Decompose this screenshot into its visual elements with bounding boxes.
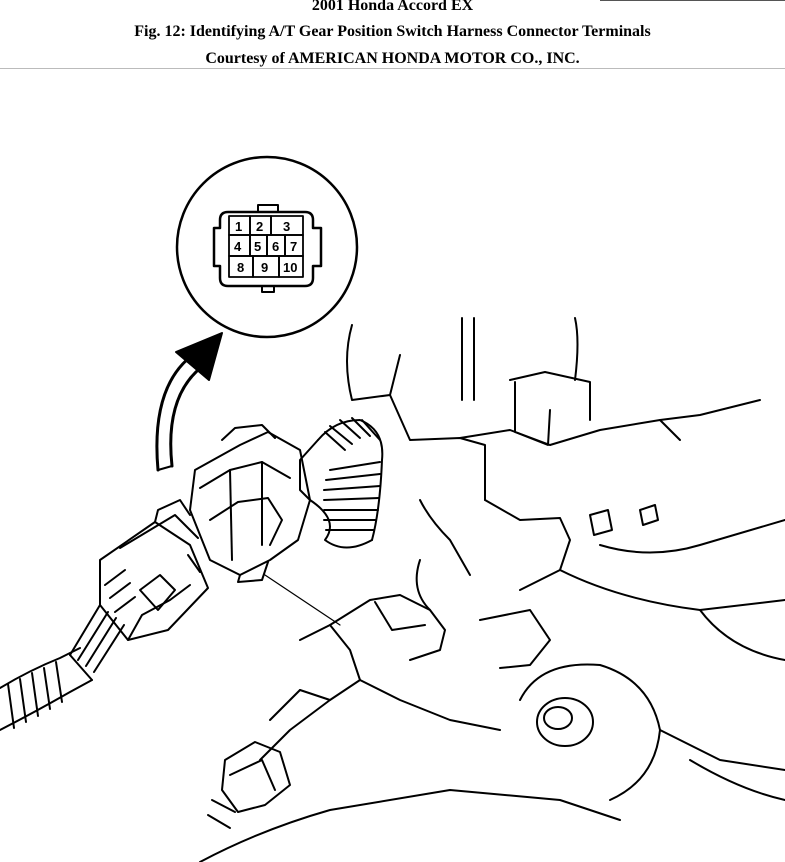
terminal-5: 5 [254,239,261,254]
transmission-body [346,317,785,661]
vehicle-title: 2001 Honda Accord EX [311,0,474,14]
terminal-4: 4 [234,239,242,254]
figure-title: Fig. 12: Identifying A/T Gear Position S… [134,23,651,40]
terminal-8: 8 [237,260,244,275]
lower-connector [207,741,291,829]
connector-housing [212,210,323,288]
terminal-6: 6 [272,239,279,254]
mounting-bracket [259,594,551,761]
connector-face-callout [175,155,359,339]
callout-arrow [155,332,223,472]
header-divider [0,68,785,69]
corrugated-tube [299,417,384,549]
round-boss [519,663,785,801]
terminal-3: 3 [283,219,290,234]
header-rule-top [600,0,785,1]
bottom-outline [199,789,621,862]
terminal-1: 1 [235,219,242,234]
wire-harness [0,604,125,731]
terminal-10: 10 [283,260,297,275]
terminal-2: 2 [256,219,263,234]
harness-connector [99,499,209,641]
courtesy-line: Courtesy of AMERICAN HONDA MOTOR CO., IN… [205,50,580,67]
terminal-9: 9 [261,260,268,275]
switch-connector [189,424,311,583]
magnifier-circle [175,155,359,339]
right-outline [689,759,785,801]
guide-line [264,574,341,626]
figure-header: 2001 Honda Accord EX Fig. 12: Identifyin… [0,0,785,68]
terminal-7: 7 [290,239,297,254]
